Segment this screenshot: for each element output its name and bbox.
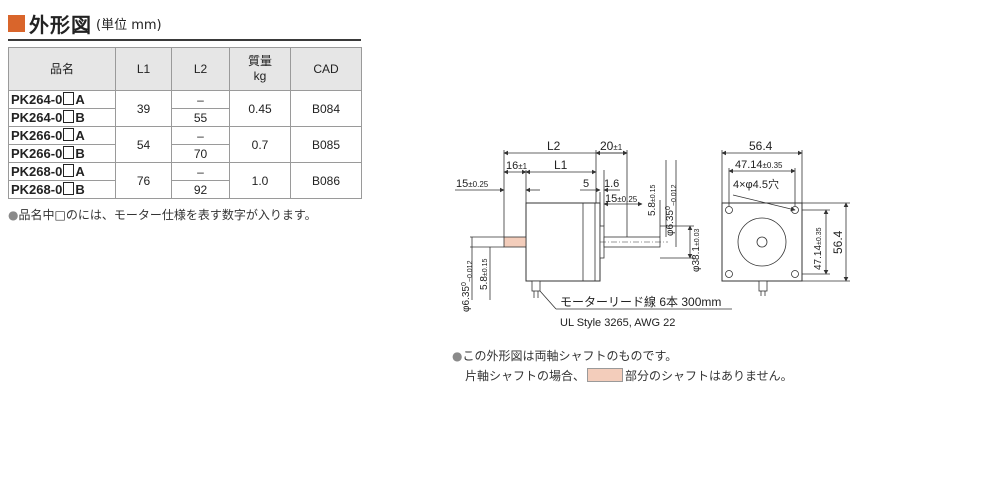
cell-cad: B085 (290, 126, 362, 163)
dim-pilot-depth: 16±1 (506, 160, 528, 172)
header-marker-square (8, 14, 25, 32)
dim-hole-pitch: 47.14±0.35 (735, 159, 783, 171)
lead-exit (531, 280, 541, 292)
dim-rear-shaft-dia: φ6.350−0.012 (461, 260, 474, 312)
cell-cad: B086 (290, 162, 362, 199)
drawing-note-1: ●この外形図は両軸シャフトのものです。 (452, 349, 678, 363)
dim-frame: 56.4 (749, 139, 773, 153)
cell-mass: 0.45 (229, 90, 291, 127)
dim-1-6: 1.6 (604, 178, 619, 190)
mounting-hole (725, 270, 733, 278)
box-glyph-icon (63, 181, 75, 195)
cell-mass: 1.0 (229, 162, 291, 199)
box-glyph-icon (63, 91, 75, 105)
header-mass-label: 質量 (247, 54, 272, 68)
section-header: 外形図 (単位 mm) (8, 8, 360, 38)
section-title: 外形図 (29, 12, 92, 37)
header-rule (8, 39, 361, 41)
front-view-shaft (756, 236, 768, 248)
header-model: 品名 (8, 47, 116, 91)
dim-flat: 5.8±0.15 (647, 185, 658, 216)
bullet-icon: ● (452, 349, 463, 363)
table-note: ●品名中□のには、モーター仕様を表す数字が入ります。 (8, 208, 317, 222)
shaft-swatch (587, 368, 624, 382)
box-glyph-icon (63, 127, 75, 141)
dim-l1: L1 (554, 158, 568, 172)
front-view-lead-exit (758, 280, 768, 292)
header-cad: CAD (290, 47, 362, 91)
dim-rear-flat: 5.8±0.15 (479, 259, 490, 290)
box-glyph-icon (63, 163, 75, 177)
mounting-hole (725, 206, 733, 214)
dim-holes: 4×φ4.5穴 (733, 177, 779, 191)
cell-l1: 76 (115, 162, 172, 199)
dim-rear-shaft: 15±0.25 (456, 178, 489, 190)
box-glyph-icon (63, 109, 75, 123)
dim-shaft-length: 20±1 (600, 139, 623, 153)
cell-cad: B084 (290, 90, 362, 127)
header-l2: L2 (171, 47, 230, 91)
cell-l2: 92 (171, 180, 230, 199)
motor-body (525, 202, 601, 282)
header-mass-unit: kg (253, 69, 267, 83)
dim-shaft-dia: φ6.350−0.012 (665, 184, 678, 236)
dim-front-shaft: 15±0.25 (605, 193, 638, 205)
lead-wire-spec: UL Style 3265, AWG 22 (560, 317, 675, 329)
drawing-note-2: 片軸シャフトの場合、部分のシャフトはありません。 (465, 368, 793, 383)
rear-shaft (503, 236, 527, 248)
dim-frame-side: 56.4 (831, 230, 845, 254)
dim-5: 5 (583, 178, 589, 190)
dim-l2: L2 (547, 139, 561, 153)
dim-pilot-dia: φ38.1±0.03 (691, 228, 702, 272)
section-unit: (単位 mm) (96, 17, 162, 33)
header-l1: L1 (115, 47, 172, 91)
box-glyph-icon (63, 145, 75, 159)
bullet-icon: ● (8, 208, 19, 222)
dim-hole-pitch-vertical: 47.14±0.35 (813, 227, 824, 270)
lead-wire-label: モーターリード線 6本 300mm (560, 294, 721, 309)
mounting-hole (791, 270, 799, 278)
